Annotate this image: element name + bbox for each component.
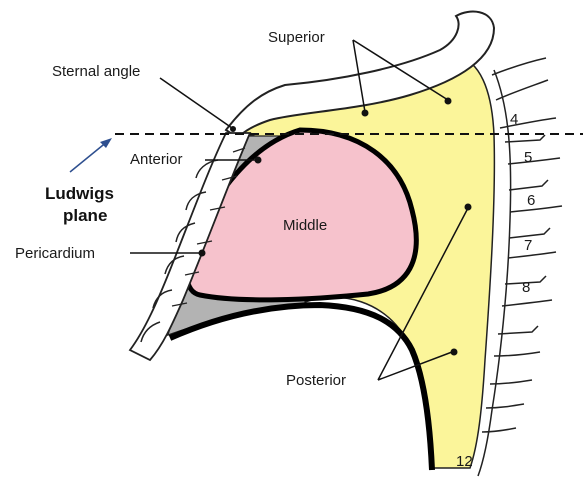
label-ludwigs-line2: plane (63, 206, 107, 225)
label-superior: Superior (268, 29, 325, 46)
label-sternal-angle: Sternal angle (52, 63, 140, 80)
label-anterior: Anterior (130, 151, 183, 168)
vertebra-number-7: 7 (524, 237, 532, 254)
vertebra-number-5: 5 (524, 149, 532, 166)
label-pericardium: Pericardium (15, 245, 95, 262)
label-middle: Middle (283, 217, 327, 234)
ludwigs-arrow (70, 138, 112, 172)
vertebra-lines (482, 58, 562, 432)
vertebra-number-12: 12 (456, 453, 473, 470)
vertebra-number-4: 4 (510, 111, 518, 128)
vertebra-number-8: 8 (522, 279, 530, 296)
vertebra-number-6: 6 (527, 192, 535, 209)
label-posterior: Posterior (286, 372, 346, 389)
label-ludwigs-line1: Ludwigs (45, 184, 114, 203)
